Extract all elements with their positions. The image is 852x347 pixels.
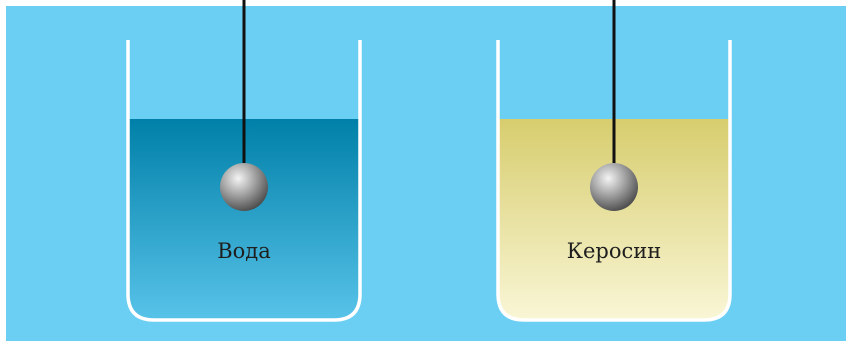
kerosene-label: Керосин [567,239,662,263]
kerosene-beaker-outline [496,40,732,322]
kerosene-ball [590,163,638,211]
water-beaker: Вода [126,0,362,322]
water-ball [220,163,268,211]
kerosene-beaker: Керосин [496,0,732,322]
water-label: Вода [217,239,271,263]
water-beaker-outline [126,40,362,322]
